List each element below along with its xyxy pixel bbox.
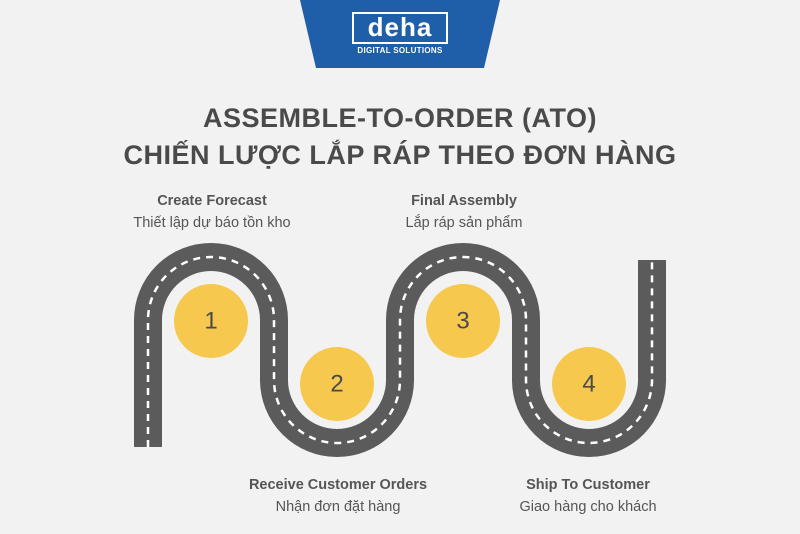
step-1-marker: 1: [174, 284, 248, 358]
step-3-title: Final Assembly: [411, 193, 517, 209]
brand-subtitle: DIGITAL SOLUTIONS: [357, 46, 443, 55]
step-3-circle: [426, 284, 500, 358]
title-line-1: ASSEMBLE-TO-ORDER (ATO): [203, 103, 597, 133]
step-4-subtitle: Giao hàng cho khách: [519, 499, 657, 515]
step-4-marker: 4: [552, 347, 626, 421]
step-3-marker: 3: [426, 284, 500, 358]
step-2-marker: 2: [300, 347, 374, 421]
brand-logo: deha: [352, 12, 448, 44]
lane-marking: [146, 255, 654, 447]
title-line-2: CHIẾN LƯỢC LẮP RÁP THEO ĐƠN HÀNG: [123, 140, 677, 170]
step-3-subtitle: Lắp ráp sản phẩm: [405, 215, 523, 231]
step-1-title: Create Forecast: [157, 193, 267, 209]
logo-tab: [300, 0, 500, 68]
step-1-circle: [174, 284, 248, 358]
step-4-title: Ship To Customer: [526, 477, 650, 493]
step-3-number: 3: [456, 308, 469, 335]
step-2-title: Receive Customer Orders: [248, 477, 428, 493]
step-2-number: 2: [330, 371, 343, 398]
step-2-circle: [300, 347, 374, 421]
step-1-number: 1: [204, 308, 217, 335]
step-4-number: 4: [582, 371, 595, 398]
step-4-circle: [552, 347, 626, 421]
step-1-subtitle: Thiết lập dự báo tồn kho: [133, 215, 291, 231]
step-2-subtitle: Nhận đơn đặt hàng: [275, 499, 401, 515]
